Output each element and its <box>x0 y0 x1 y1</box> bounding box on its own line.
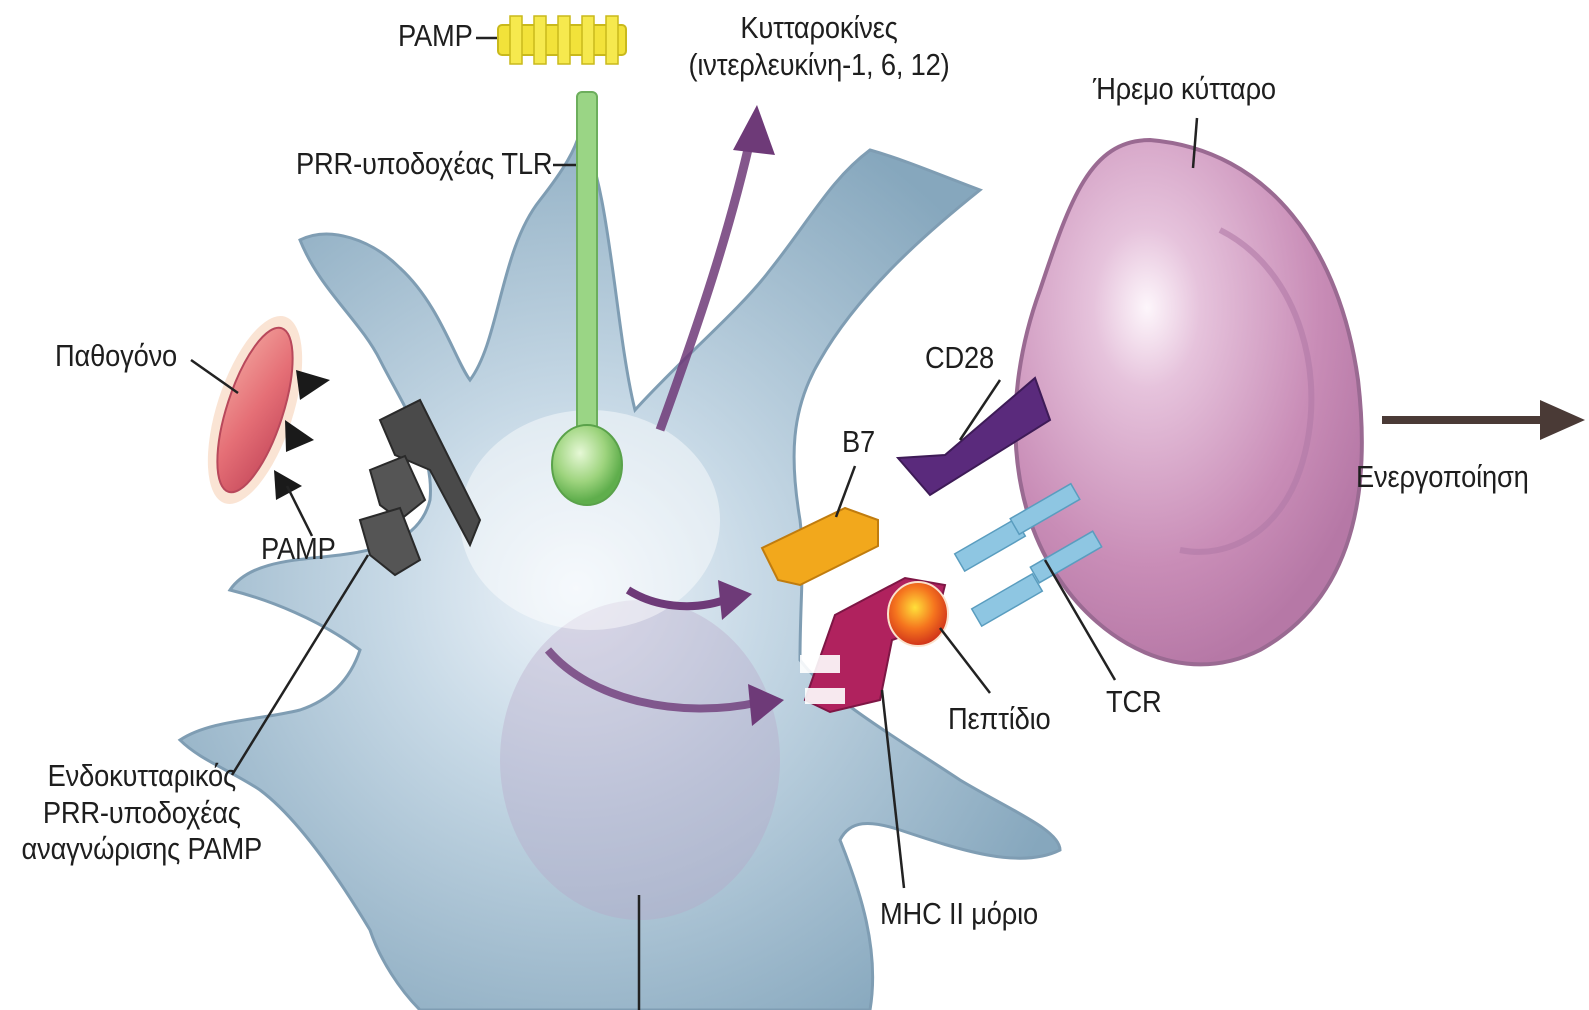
label-b7: B7 <box>842 424 875 461</box>
label-endo-line1: Ενδοκυτταρικός <box>12 758 272 795</box>
label-mhc2: MHC II μόριο <box>880 896 1038 933</box>
label-endo-line2: PRR-υποδοχέας <box>12 795 272 832</box>
label-pathogen: Παθογόνο <box>55 338 177 375</box>
label-cytokines: Κυτταροκίνες (ιντερλευκίνη-1, 6, 12) <box>676 10 962 83</box>
label-tcr: TCR <box>1106 684 1162 721</box>
label-cd28: CD28 <box>925 340 994 377</box>
pamp-chain-icon <box>498 16 626 64</box>
cell-nucleus-region <box>500 600 780 920</box>
label-resting-cell: Ήρεμο κύτταρο <box>1093 71 1276 108</box>
label-pamp-left: PAMP <box>261 531 336 568</box>
peptide-icon <box>888 582 948 646</box>
lymphocyte-icon <box>1015 140 1362 664</box>
label-peptide: Πεπτίδιο <box>948 701 1051 738</box>
label-cytokines-line1: Κυτταροκίνες <box>676 10 962 47</box>
bacterium-icon <box>189 305 330 515</box>
label-pamp-top: PAMP <box>398 18 473 55</box>
label-endo-line3: αναγνώρισης PAMP <box>12 831 272 868</box>
tlr-stalk <box>577 92 597 460</box>
label-intracellular-prr: Ενδοκυτταρικός PRR-υποδοχέας αναγνώρισης… <box>12 758 272 868</box>
label-prr-tlr: PRR-υποδοχέας TLR <box>296 146 552 183</box>
label-activation: Ενεργοποίηση <box>1356 459 1529 496</box>
tlr-bulb <box>552 425 622 505</box>
cytokine-arrowhead <box>733 105 775 155</box>
label-cytokines-line2: (ιντερλευκίνη-1, 6, 12) <box>676 47 962 84</box>
